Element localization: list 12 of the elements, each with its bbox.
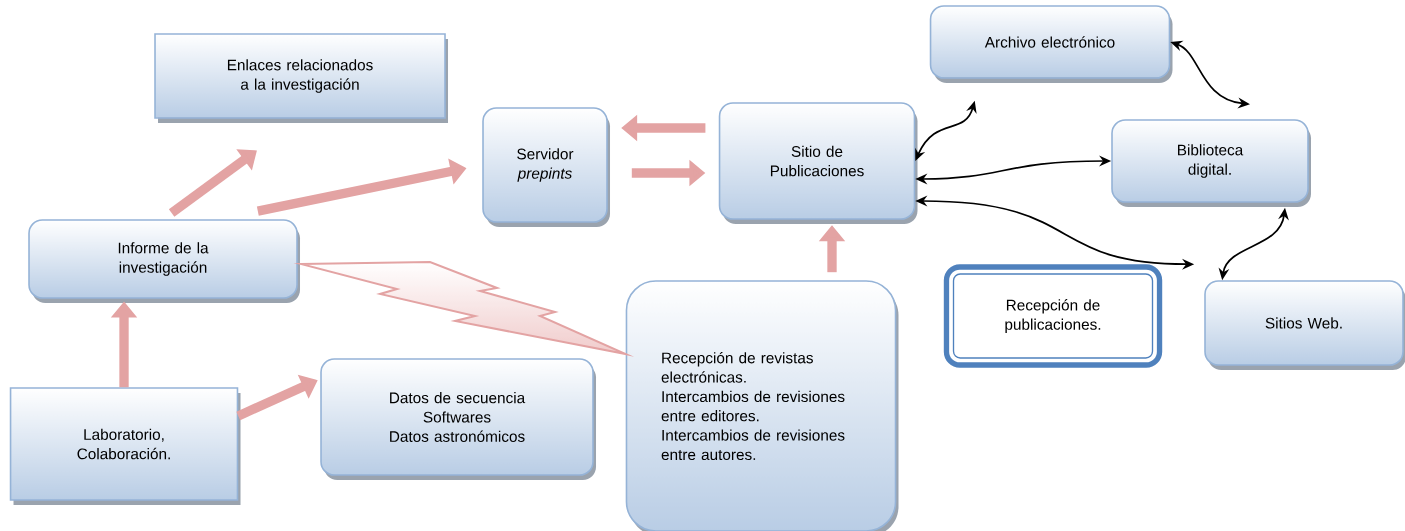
process-box: Servidor prepints (482, 107, 610, 227)
process-box: Archivo electrónico (929, 5, 1173, 83)
process-box: Sitios Web. (1204, 280, 1405, 370)
process-box: Datos de secuencia Softwares Datos astronómicos (320, 358, 596, 480)
process-box: Enlaces relacionados a la investigación (154, 33, 448, 123)
process-box: Laboratorio, Colaboración. (9, 387, 241, 505)
process-box: Sitio de Publicaciones (718, 102, 918, 224)
process-box: Recepción de revistas electrónicas. Intercambios de revisiones entre editores. Intercambios de revisiones entre autores. (625, 280, 899, 531)
block-arrow (168, 149, 257, 217)
process-box: Informe de la investigación (28, 219, 300, 303)
process-box: Recepción de publicaciones. (943, 264, 1163, 368)
process-box: Biblioteca digital. (1111, 119, 1311, 207)
